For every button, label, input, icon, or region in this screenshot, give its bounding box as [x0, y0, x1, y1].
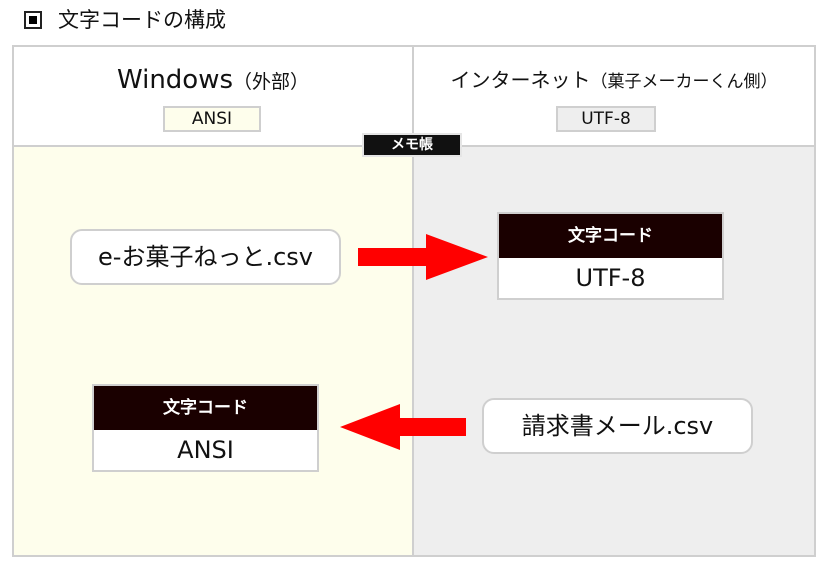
code-box-value: ANSI: [177, 436, 234, 464]
arrow-left-icon: [340, 404, 466, 450]
code-box-utf8: 文字コード UTF-8: [497, 212, 724, 300]
internet-heading-text: インターネット: [450, 68, 591, 92]
title-square-icon: [24, 11, 42, 29]
windows-encoding-badge: ANSI: [163, 106, 261, 132]
internet-region: [413, 146, 814, 555]
file-pill-invoice-mail: 請求書メール.csv: [482, 398, 753, 454]
windows-heading-sub: （外部）: [233, 71, 310, 93]
code-box-header: 文字コード: [94, 386, 317, 430]
file-pill-okashi-net: e-お菓子ねっと.csv: [70, 229, 341, 285]
page-title: 文字コードの構成: [58, 8, 226, 32]
code-box-ansi: 文字コード ANSI: [92, 384, 319, 472]
column-divider: [412, 47, 414, 555]
windows-heading-text: Windows: [116, 65, 234, 95]
notepad-label: メモ帳: [362, 133, 462, 157]
internet-encoding-badge: UTF-8: [556, 106, 656, 132]
internet-heading: インターネット（菓子メーカーくん側）: [414, 66, 814, 96]
windows-region: [14, 146, 413, 555]
windows-heading: Windows（外部）: [14, 62, 412, 100]
code-box-header: 文字コード: [499, 214, 722, 258]
internet-heading-sub: （菓子メーカーくん側）: [590, 72, 778, 92]
code-box-value: UTF-8: [575, 264, 646, 292]
arrow-right-icon: [358, 234, 488, 280]
